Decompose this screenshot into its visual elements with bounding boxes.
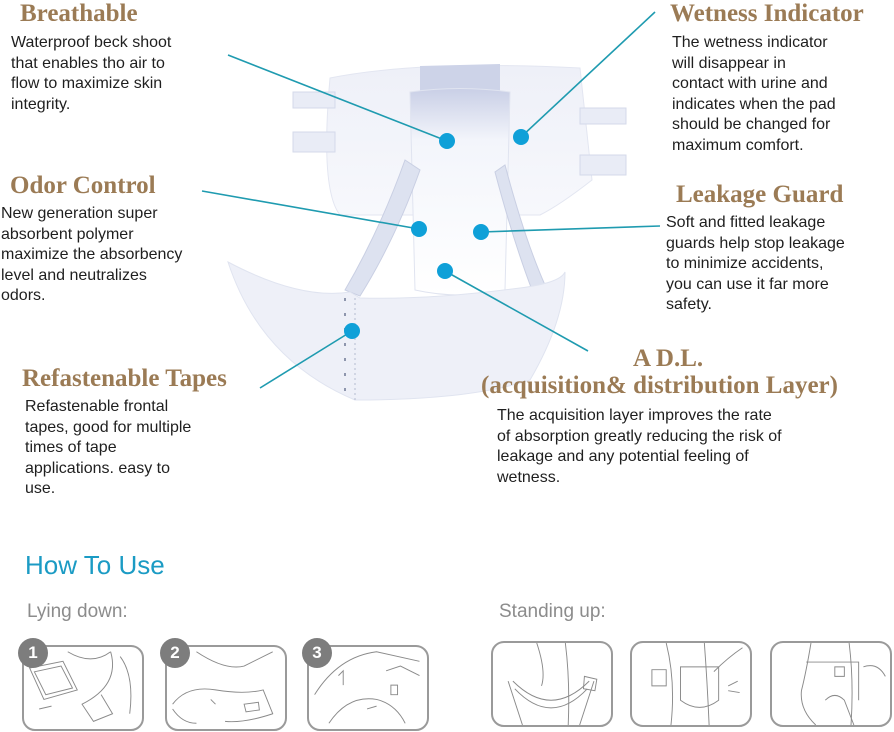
adl-title-line1: A D.L. [633, 345, 704, 372]
leakage-guard-dot [473, 224, 489, 240]
standing-step-1-illustration [491, 641, 613, 727]
refastenable-tapes-title: Refastenable Tapes [22, 365, 227, 392]
wetness-indicator-dot [513, 129, 529, 145]
diaper-diagram [201, 11, 661, 401]
step-badge-1: 1 [18, 638, 48, 668]
callout-dots [344, 129, 529, 339]
odor-control-title: Odor Control [10, 172, 156, 199]
breathable-title: Breathable [20, 0, 138, 27]
adl-title-line2: (acquisition& distribution Layer) [481, 372, 838, 399]
breathable-dot [439, 133, 455, 149]
standing-up-label: Standing up: [499, 601, 606, 622]
lying-down-label: Lying down: [27, 601, 128, 622]
refastenable-tapes-description: Refastenable frontal tapes, good for mul… [25, 398, 192, 497]
step-badge-3: 3 [302, 638, 332, 668]
wetness-indicator-title: Wetness Indicator [670, 0, 864, 27]
standing-step-2-illustration [630, 641, 752, 727]
wetness-indicator-description: The wetness indicator will disappear in … [672, 34, 836, 154]
odor-control-description: New generation super absorbent polymer m… [1, 205, 183, 304]
callout-lines [201, 11, 661, 389]
standing-step-3-illustration [770, 641, 892, 727]
breathable-description: Waterproof beck shoot that enables tho a… [11, 34, 172, 113]
adl-dot [437, 263, 453, 279]
leakage-guard-description: Soft and fitted leakage guards help stop… [666, 214, 845, 313]
how-to-use-heading: How To Use [25, 550, 165, 580]
step-badge-2: 2 [160, 638, 190, 668]
leakage-guard-title: Leakage Guard [676, 181, 844, 208]
odor-control-dot [411, 221, 427, 237]
diaper-illustration [227, 64, 627, 401]
adl-description: The acquisition layer improves the rate … [497, 407, 782, 486]
refastenable-tapes-dot [344, 323, 360, 339]
